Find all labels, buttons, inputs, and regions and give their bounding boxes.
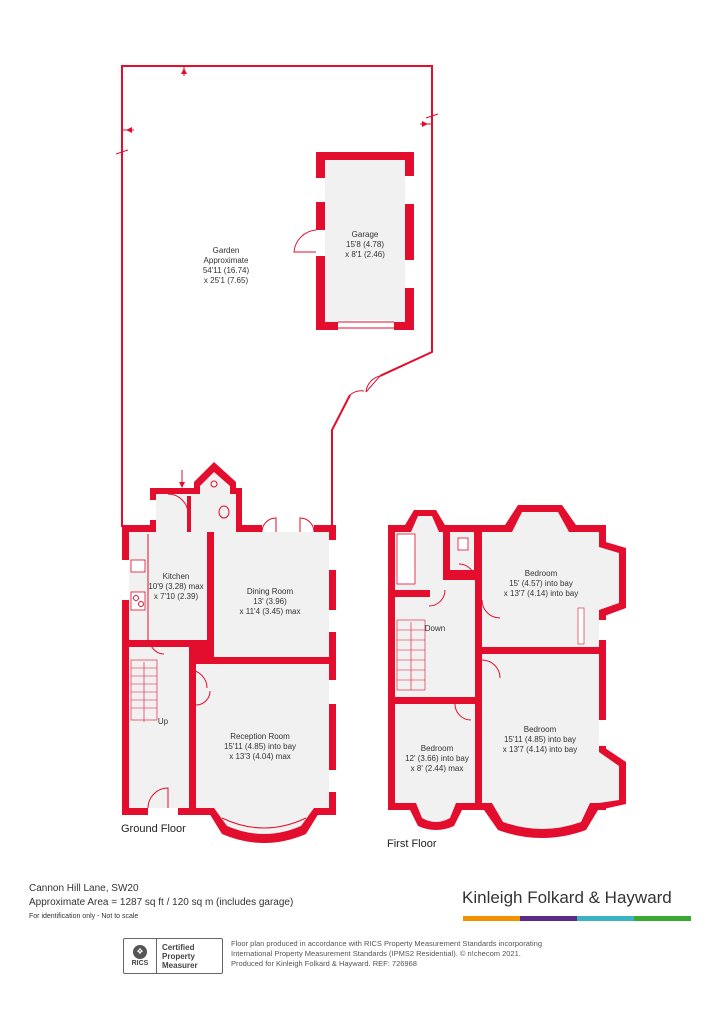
brand-bar-teal: [577, 916, 634, 921]
kitchen-dimension-2: x 7'10 (2.39): [154, 592, 199, 601]
bedroom-1-label: Bedroom: [525, 569, 558, 578]
brand-color-bars: [463, 916, 691, 921]
bedroom-3-label: Bedroom: [421, 744, 454, 753]
rics-certified-badge: ❖ RICS Certified Property Measurer: [123, 938, 223, 974]
property-area: Approximate Area = 1287 sq ft / 120 sq m…: [29, 897, 294, 908]
measurement-disclaimer: Floor plan produced in accordance with R…: [231, 939, 611, 969]
disclaimer-line-2: International Property Measurement Stand…: [231, 949, 521, 958]
rics-line-1: Certified: [162, 942, 195, 952]
bedroom-2-label: Bedroom: [524, 725, 557, 734]
garden-boundary: [115, 65, 439, 527]
dining-room-dimension-2: x 11'4 (3.45) max: [240, 607, 301, 616]
bedroom-1-dimension-1: 15' (4.57) into bay: [509, 579, 573, 588]
ground-floor-plan: [122, 462, 336, 843]
brand-bar-orange: [463, 916, 520, 921]
brand-bar-green: [634, 916, 691, 921]
bedroom-2-dimension-1: 15'11 (4.85) into bay: [504, 735, 576, 744]
dining-room-dimension-1: 13' (3.96): [253, 597, 287, 606]
reception-room-label: Reception Room: [230, 732, 290, 741]
room-labels: Garden Approximate 54'11 (16.74) x 25'1 …: [121, 230, 578, 850]
garage-dimension-1: 15'8 (4.78): [346, 240, 384, 249]
disclaimer-line-1: Floor plan produced in accordance with R…: [231, 939, 542, 948]
kitchen-label: Kitchen: [163, 572, 190, 581]
rics-certified-text: Certified Property Measurer: [157, 943, 198, 970]
garden-dimension-1: 54'11 (16.74): [203, 266, 250, 275]
kitchen-dimension-1: 10'9 (3.28) max: [148, 582, 203, 591]
rics-logo: ❖ RICS: [124, 939, 157, 973]
rics-logo-text: RICS: [131, 960, 149, 967]
first-floor-plan: [388, 505, 626, 838]
rics-emblem-icon: ❖: [133, 945, 147, 959]
ground-floor-label: Ground Floor: [121, 823, 186, 835]
bedroom-3-dimension-2: x 8' (2.44) max: [411, 764, 464, 773]
agent-brand-name: Kinleigh Folkard & Hayward: [462, 888, 672, 907]
stairs-up-label: Up: [158, 717, 169, 726]
bedroom-3-dimension-1: 12' (3.66) into bay: [405, 754, 469, 763]
rics-line-3: Measurer: [162, 960, 198, 970]
garden-label-line2: Approximate: [204, 256, 249, 265]
rics-line-2: Property: [162, 951, 195, 961]
garden-label: Garden: [213, 246, 240, 255]
reception-room-dimension-2: x 13'3 (4.04) max: [229, 752, 291, 761]
property-address: Cannon Hill Lane, SW20: [29, 883, 139, 894]
stairs-down-label: Down: [425, 624, 445, 633]
bedroom-1-dimension-2: x 13'7 (4.14) into bay: [504, 589, 578, 598]
brand-bar-purple: [520, 916, 577, 921]
first-floor-label: First Floor: [387, 838, 437, 850]
garden-dimension-2: x 25'1 (7.65): [204, 276, 249, 285]
garage-dimension-2: x 8'1 (2.46): [345, 250, 385, 259]
garage-structure: [293, 152, 414, 330]
disclaimer-line-3: Produced for Kinleigh Folkard & Hayward.…: [231, 959, 417, 968]
identification-note: For identification only - Not to scale: [29, 913, 139, 920]
reception-room-dimension-1: 15'11 (4.85) into bay: [224, 742, 296, 751]
garage-label: Garage: [352, 230, 379, 239]
bedroom-2-dimension-2: x 13'7 (4.14) into bay: [503, 745, 577, 754]
dining-room-label: Dining Room: [247, 587, 294, 596]
